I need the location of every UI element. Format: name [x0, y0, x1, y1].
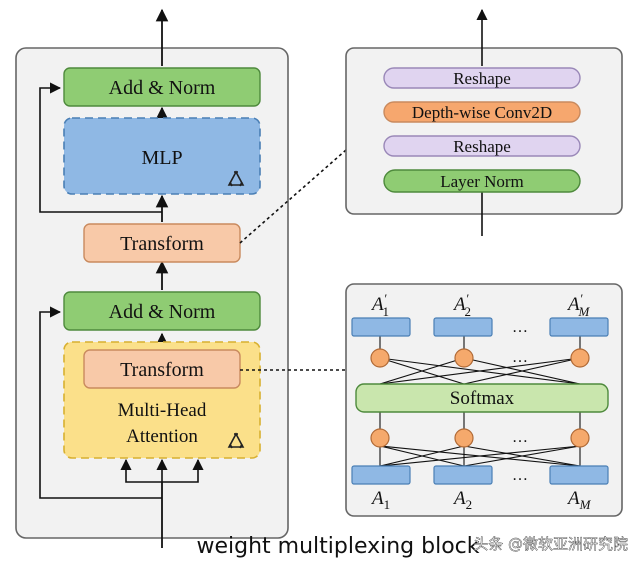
- layer-norm-label: Layer Norm: [440, 172, 524, 191]
- figure-caption: weight multiplexing block: [196, 534, 479, 559]
- output-box-1: [351, 317, 411, 337]
- mlp-label: MLP: [141, 147, 182, 169]
- ellipsis-top-row: …: [512, 319, 528, 336]
- output-label-m: A′M: [566, 291, 590, 319]
- node-upper-m: [570, 348, 590, 368]
- upper-mesh: [379, 336, 581, 385]
- node-lower-2: [454, 428, 474, 448]
- input-box-2: [433, 465, 493, 485]
- lower-mesh: [379, 412, 581, 467]
- add-norm-bottom-label: Add & Norm: [109, 301, 216, 323]
- mha-label-line1: Multi-Head: [118, 400, 207, 421]
- mlp-box: [63, 117, 261, 195]
- reshape-top-box: [383, 67, 581, 89]
- layer-norm-box: [383, 169, 581, 193]
- mha-label-line2: Attention: [126, 426, 198, 447]
- softmax-box: [355, 383, 609, 413]
- ellipsis-lower-nodes: …: [512, 429, 528, 446]
- ellipsis-upper-nodes: …: [512, 349, 528, 366]
- output-label-2: A′2: [452, 291, 471, 319]
- softmax-label: Softmax: [450, 388, 515, 409]
- add-norm-top-label: Add & Norm: [109, 77, 216, 99]
- input-label-2: A2: [452, 488, 472, 512]
- node-lower-1: [370, 428, 390, 448]
- transform-inner-box: [83, 349, 241, 389]
- input-label-1: A1: [370, 488, 390, 512]
- transform-mid-label: Transform: [120, 233, 204, 255]
- node-upper-1: [370, 348, 390, 368]
- reshape-top-label: Reshape: [453, 69, 511, 88]
- node-lower-m: [570, 428, 590, 448]
- ellipsis-bottom-row: …: [512, 467, 528, 484]
- input-label-m: AM: [566, 488, 592, 512]
- output-label-1: A′1: [370, 291, 389, 319]
- add-norm-top-box: [63, 67, 261, 107]
- reshape-bottom-label: Reshape: [453, 137, 511, 156]
- input-box-1: [351, 465, 411, 485]
- node-upper-2: [454, 348, 474, 368]
- output-box-m: [549, 317, 609, 337]
- watermark: 头条 @微软亚洲研究院: [473, 535, 628, 553]
- add-norm-bottom-box: [63, 291, 261, 331]
- depthwise-conv-box: [383, 101, 581, 123]
- input-box-m: [549, 465, 609, 485]
- transform-inner-label: Transform: [120, 359, 204, 381]
- depthwise-conv-label: Depth-wise Conv2D: [412, 103, 552, 122]
- reshape-bottom-box: [383, 135, 581, 157]
- output-box-2: [433, 317, 493, 337]
